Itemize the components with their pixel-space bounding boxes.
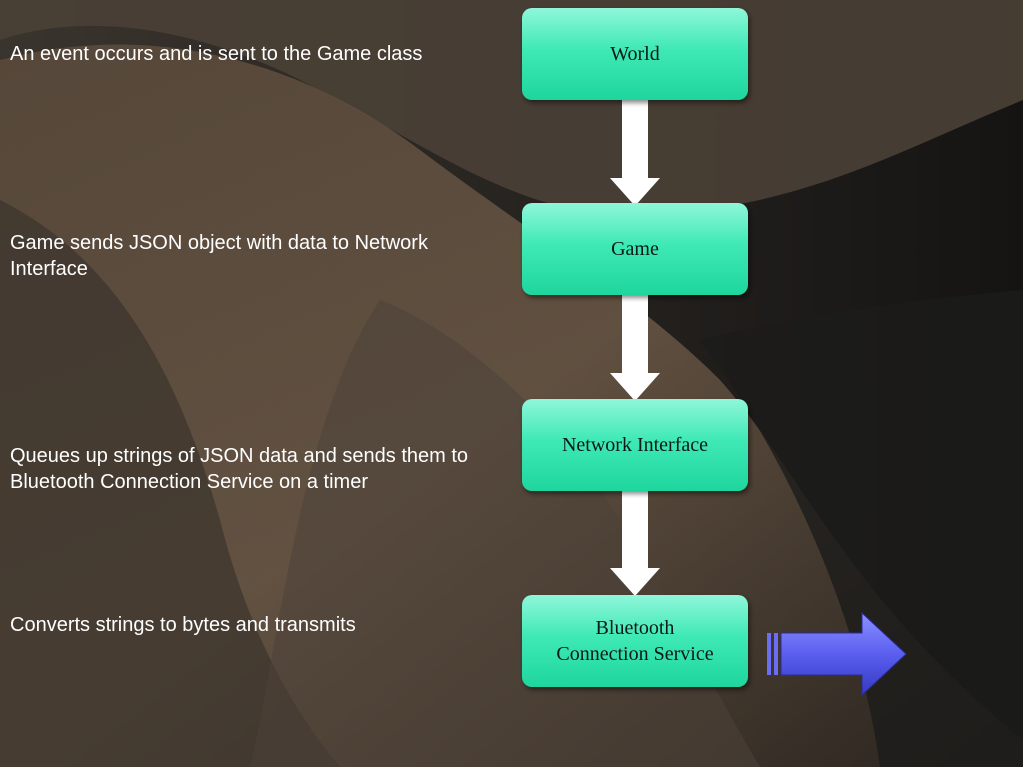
node-label: World (610, 43, 660, 65)
arrow-down-icon (610, 490, 660, 596)
arrow-down-icon (610, 295, 660, 401)
step-description-1: An event occurs and is sent to the Game … (10, 43, 423, 65)
step-description-2: Game sends JSON object with data to Netw… (10, 232, 428, 280)
arrow-right-icon (767, 611, 907, 697)
node-world: World (522, 8, 748, 100)
step-description-4: Converts strings to bytes and transmits (10, 614, 356, 636)
step-description-3: Queues up strings of JSON data and sends… (10, 445, 469, 493)
node-label: Bluetooth Connection Service (556, 617, 714, 665)
node-network-interface: Network Interface (522, 399, 748, 491)
node-label: Network Interface (561, 434, 709, 456)
node-bluetooth-connection-service: Bluetooth Connection Service (522, 595, 748, 687)
arrow-down-icon (610, 100, 660, 206)
node-game: Game (522, 203, 748, 295)
node-label: Game (611, 238, 659, 260)
